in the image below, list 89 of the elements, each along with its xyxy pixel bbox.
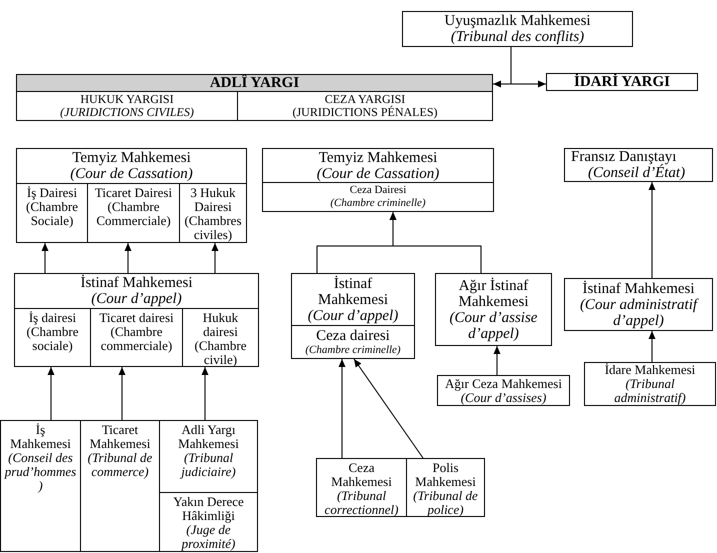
arrow [212,242,218,274]
arrow [118,366,126,420]
french-name: (JURIDICTIONS PÉNALES) [292,106,438,119]
arrow [390,212,482,274]
court-cell [159,492,258,552]
court-cell [316,458,407,517]
arrow [510,46,546,88]
court-box [437,375,570,406]
french-name: (Tribunal judiciaire) [179,451,237,479]
court-cell [159,420,258,493]
court-cell [80,420,160,552]
court-name: Temyiz Mahkemesi [318,150,438,166]
court-name: İstinaf Mahkemesi [79,275,194,291]
french-name: (Cour d’assise d’appel) [448,310,538,342]
jurisdiction-cell [16,91,238,121]
french-name: (Chambre civile) [194,339,248,367]
court-name: Temyiz Mahkemesi [71,150,192,166]
court-name: Adli Yargı Mahkemesi [177,423,240,451]
french-name: (Cour de Cassation) [316,166,440,182]
french-name: (Tribunal administratif) [613,377,687,405]
french-name: (Juge de proximité) [180,523,236,551]
court-name: Fransız Danıştayı [571,149,676,165]
court-name: İdare Mahkemesi [604,363,696,377]
court-name: Ticaret Dairesi [94,186,174,200]
court-box [262,148,494,212]
arrow [202,366,208,420]
court-name: İş dairesi [28,311,78,325]
french-name: (Chambre Sociale) [25,200,79,228]
arrow [354,358,424,458]
arrow [124,242,132,274]
court-name: Ceza dairesi [315,328,391,344]
court-name: Ağır İstinaf Mahkemesi [458,278,530,310]
court-name: İstinaf Mahkemesi [317,276,389,308]
french-name: (Cour de Cassation) [69,166,194,182]
court-name: Ticaret dairesi [98,311,175,325]
court-box [435,273,552,346]
court-name: Ceza Mahkemesi [330,461,393,489]
french-name: (Tribunal correctionnel) [324,489,400,517]
french-name: (Tribunal de commerce) [86,451,154,479]
court-name: CEZA YARGISI [324,93,406,106]
french-name: (Cour administratif d’appel) [578,296,700,328]
french-name: (Chambre criminelle) [304,344,402,356]
court-name: İş Mahkemesi [9,423,72,451]
court-name: Ceza Dairesi [348,184,408,197]
court-cell [406,458,485,517]
court-name: İş Dairesi [26,186,78,200]
french-name: (Chambre criminelle) [329,197,427,210]
court-box [564,278,713,331]
court-name: 3 Hukuk Dairesi [189,186,237,214]
arrow [42,242,48,274]
french-name: (Chambres civiles) [183,214,243,242]
court-name: Hukuk dairesi [202,311,240,339]
court-box [584,362,716,406]
court-name: Ticaret Mahkemesi [88,423,152,451]
jurisdiction-heading: İDARİ YARGI [573,74,671,90]
court-box [291,273,415,359]
court-name: Uyuşmazlık Mahkemesi [443,13,592,29]
court-cell [0,420,81,552]
arrow [494,346,500,376]
court-box [564,148,713,182]
court-box [16,148,247,243]
court-box [402,11,633,47]
jurisdiction-heading: ADLÎ YARGI [17,75,492,91]
french-name: (Chambre sociale) [26,325,80,353]
court-name: İstinaf Mahkemesi [581,280,696,296]
french-name: (JURIDICTIONS CIVILES) [59,106,195,119]
court-name: Polis Mahkemesi [414,461,477,489]
jurisdiction-box [546,73,698,91]
chamber-cell [182,308,259,367]
french-name: (Tribunal de police) [412,489,479,517]
jurisdiction-box [16,74,493,121]
court-name: Yakın Derece Hâkimliği [172,495,245,523]
jurisdiction-cell [237,91,493,121]
court-box [14,273,259,367]
arrow [648,330,656,362]
arrow [48,366,54,420]
french-name: (Conseil des prud’hommes) [4,451,77,493]
french-name: (Tribunal des conflits) [450,29,586,45]
arrow [648,182,656,278]
chamber-cell [179,183,247,243]
french-name: (Cour d’appel) [90,291,183,307]
court-name: Ağır Ceza Mahkemesi [444,376,563,390]
court-name: HUKUK YARGISI [79,93,175,106]
french-name: (Conseil d’État) [587,165,686,181]
french-name: (Cour d’appel) [306,308,400,324]
arrow [338,358,346,458]
french-name: (Chambre Commerciale) [95,200,172,228]
french-name: (Chambre commerciale) [100,325,174,353]
french-name: (Cour d’assises) [460,390,548,404]
